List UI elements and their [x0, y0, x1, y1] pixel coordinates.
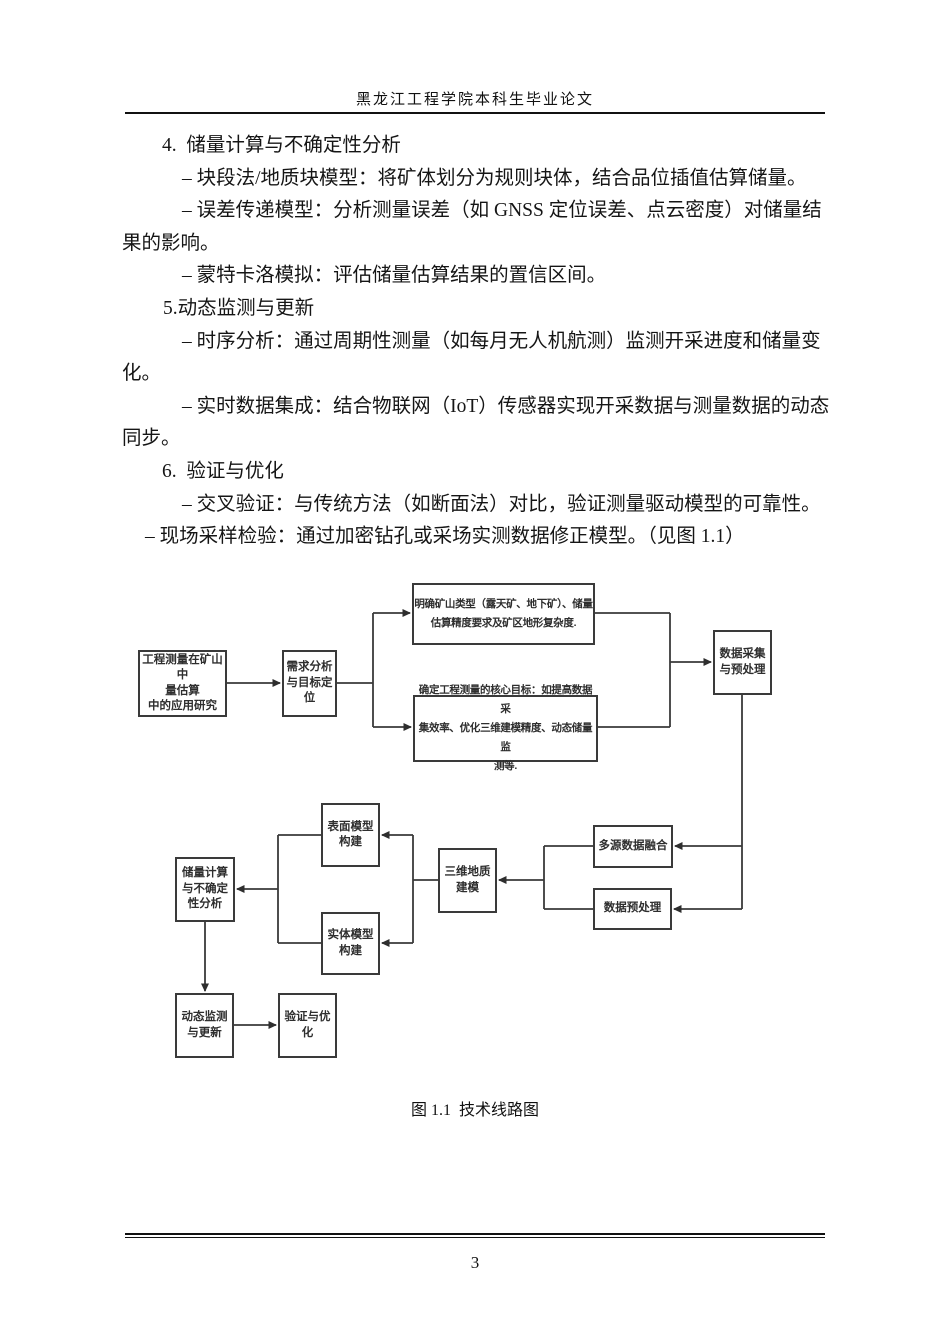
header-rule — [125, 112, 825, 114]
flow-node-coregoal: 确定工程测量的核心目标：如提高数据采集效率、优化三维建模精度、动态储量监测等. — [413, 684, 598, 772]
body-line: 6. 验证与优化 — [162, 460, 284, 482]
flow-node-need: 需求分析与目标定位 — [282, 650, 337, 717]
flow-node-solid: 实体模型构建 — [321, 912, 380, 975]
body-line: – 实时数据集成：结合物联网（IoT）传感器实现开采数据与测量数据的动态 — [182, 395, 830, 417]
flow-node-reserve: 储量计算与不确定性分析 — [175, 857, 235, 922]
body-line: – 时序分析：通过周期性测量（如每月无人机航测）监测开采进度和储量变 — [182, 330, 821, 352]
page-header-title: 黑龙江工程学院本科生毕业论文 — [355, 92, 594, 108]
footer-rule — [125, 1233, 825, 1238]
body-line: 果的影响。 — [122, 232, 220, 254]
flow-node-model3d: 三维地质建模 — [438, 848, 497, 913]
flow-node-preprocess: 数据预处理 — [593, 888, 672, 930]
flow-node-surface: 表面模型构建 — [321, 803, 380, 867]
flow-node-monitor: 动态监测与更新 — [175, 993, 234, 1058]
body-line: – 误差传递模型：分析测量误差（如 GNSS 定位误差、点云密度）对储量结 — [182, 200, 822, 222]
flow-node-fusion: 多源数据融合 — [593, 825, 673, 868]
flow-node-start: 工程测量在矿山中量估算中的应用研究 — [138, 650, 227, 717]
body-line: – 蒙特卡洛模拟：评估储量估算结果的置信区间。 — [182, 265, 607, 287]
body-text-block: 4. 储量计算与不确定性分析 – 块段法/地质块模型：将矿体划分为规则块体，结合… — [122, 130, 842, 554]
flow-node-minetype: 明确矿山类型（露天矿、地下矿）、储量估算精度要求及矿区地形复杂度. — [412, 583, 595, 645]
flow-node-verify: 验证与优化 — [278, 993, 337, 1058]
flow-node-collect: 数据采集与预处理 — [713, 630, 772, 695]
body-line: 5.动态监测与更新 — [163, 297, 315, 319]
body-line: 4. 储量计算与不确定性分析 — [162, 135, 401, 156]
flowchart-connectors — [201, 609, 743, 1029]
body-line: 同步。 — [122, 428, 181, 450]
body-line: – 交叉验证：与传统方法（如断面法）对比，验证测量驱动模型的可靠性。 — [182, 493, 821, 515]
body-line: – 块段法/地质块模型：将矿体划分为规则块体，结合品位插值估算储量。 — [182, 167, 807, 189]
technical-roadmap-figure: 工程测量在矿山中量估算中的应用研究 需求分析与目标定位 明确矿山类型（露天矿、地… — [0, 575, 950, 1075]
body-line: – 现场采样检验：通过加密钻孔或采场实测数据修正模型。（见图 1.1） — [145, 526, 745, 548]
figure-caption: 图 1.1 技术线路图 — [410, 1102, 539, 1119]
page-number: 3 — [470, 1253, 480, 1272]
body-line: 化。 — [122, 363, 162, 385]
